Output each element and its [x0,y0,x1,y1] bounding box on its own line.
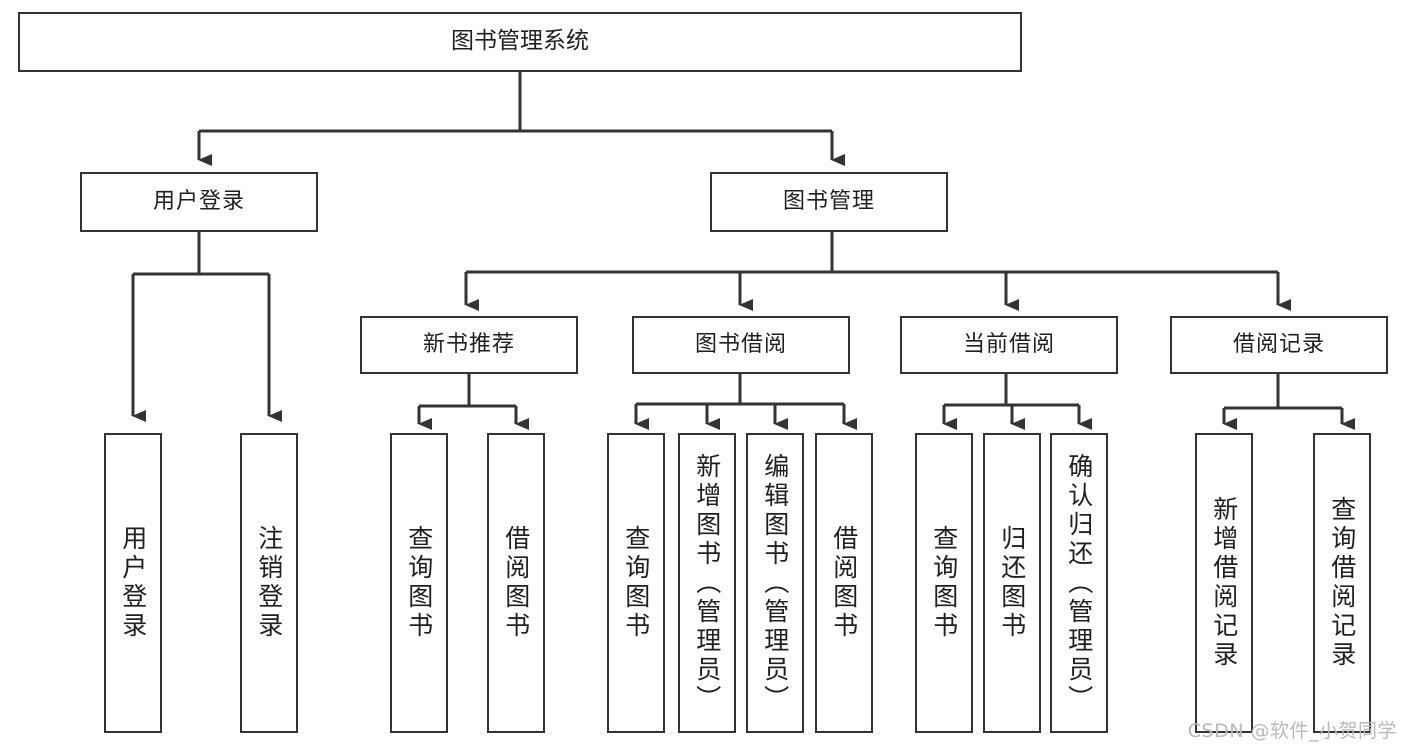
node-leaf-confirm-return-label: 确认归还（管理员） [1064,452,1094,714]
node-leaf-query-book-2-label: 查询图书 [621,525,651,641]
node-leaf-add-record[interactable]: 新增借阅记录 [1195,433,1253,733]
node-leaf-confirm-return[interactable]: 确认归还（管理员） [1050,433,1108,733]
node-new-book-recommend-label: 新书推荐 [422,332,515,358]
node-borrow-record[interactable]: 借阅记录 [1170,316,1388,374]
node-leaf-edit-book[interactable]: 编辑图书（管理员） [746,433,804,733]
node-leaf-query-record-label: 查询借阅记录 [1327,496,1357,670]
node-current-borrow-label: 当前借阅 [962,332,1055,358]
node-book-manage[interactable]: 图书管理 [710,172,948,232]
node-leaf-edit-book-label: 编辑图书（管理员） [760,452,790,714]
node-leaf-add-record-label: 新增借阅记录 [1209,496,1239,670]
node-borrow-record-label: 借阅记录 [1232,332,1325,358]
node-leaf-query-record[interactable]: 查询借阅记录 [1313,433,1371,733]
node-leaf-logout-login-label: 注销登录 [254,525,284,641]
node-book-manage-label: 图书管理 [782,189,875,215]
node-leaf-logout-login[interactable]: 注销登录 [240,433,298,733]
watermark-text: CSDN @软件_小贺同学 [1187,720,1397,742]
node-leaf-borrow-book-2-label: 借阅图书 [829,525,859,641]
node-root-system[interactable]: 图书管理系统 [18,12,1022,72]
node-leaf-user-login-label: 用户登录 [118,525,148,641]
node-book-borrow-label: 图书借阅 [694,332,787,358]
node-user-login[interactable]: 用户登录 [80,172,318,232]
node-leaf-borrow-book-1[interactable]: 借阅图书 [487,433,545,733]
node-leaf-query-book-3[interactable]: 查询图书 [915,433,973,733]
node-leaf-borrow-book-1-label: 借阅图书 [501,525,531,641]
node-leaf-query-book-1-label: 查询图书 [404,525,434,641]
node-leaf-add-book[interactable]: 新增图书（管理员） [678,433,736,733]
node-new-book-recommend[interactable]: 新书推荐 [360,316,578,374]
node-current-borrow[interactable]: 当前借阅 [900,316,1118,374]
node-leaf-query-book-1[interactable]: 查询图书 [390,433,448,733]
node-leaf-user-login[interactable]: 用户登录 [104,433,162,733]
node-leaf-query-book-3-label: 查询图书 [929,525,959,641]
node-leaf-query-book-2[interactable]: 查询图书 [607,433,665,733]
node-leaf-return-book-label: 归还图书 [997,525,1027,641]
node-book-borrow[interactable]: 图书借阅 [632,316,850,374]
node-leaf-borrow-book-2[interactable]: 借阅图书 [815,433,873,733]
node-leaf-add-book-label: 新增图书（管理员） [692,452,722,714]
node-leaf-return-book[interactable]: 归还图书 [983,433,1041,733]
node-user-login-label: 用户登录 [152,189,245,215]
node-root-system-label: 图书管理系统 [451,28,589,55]
